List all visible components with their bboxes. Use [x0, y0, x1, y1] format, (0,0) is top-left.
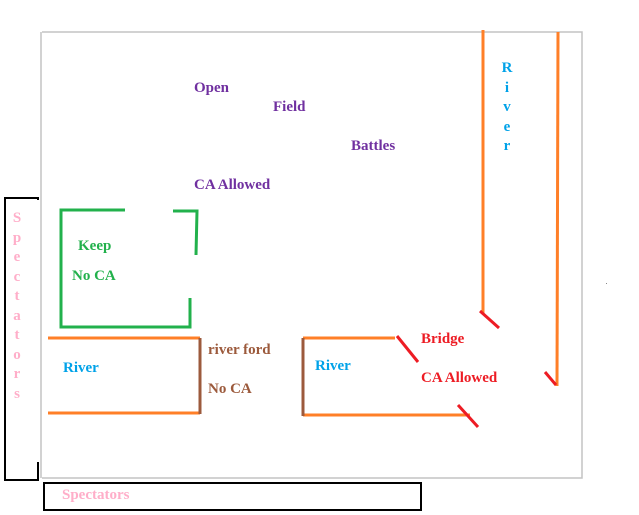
letter: R	[501, 60, 513, 76]
river-right-outer	[555, 31, 560, 387]
letter: c	[13, 268, 21, 285]
label-keep: Keep	[78, 238, 112, 254]
letter: e	[13, 249, 21, 265]
keep-wall-right	[173, 209, 199, 256]
stray-dot	[606, 283, 607, 284]
bridge-mark-1	[395, 335, 420, 363]
letter: e	[503, 118, 511, 135]
label-bridge-ca-allowed: CA Allowed	[421, 370, 498, 386]
keep-wall	[59, 208, 192, 329]
label-river-left: River	[63, 360, 99, 376]
label-spectators-bottom: Spectators	[62, 487, 130, 503]
field-border	[42, 31, 583, 479]
letter: a	[13, 307, 21, 324]
letter: p	[12, 229, 22, 246]
letter: S	[12, 210, 22, 226]
label-ford-no-ca: No CA	[208, 381, 252, 397]
spectator-box-left	[4, 197, 39, 481]
letter: i	[504, 79, 510, 96]
letter: t	[14, 327, 20, 343]
letter: t	[14, 288, 20, 304]
letter: s	[14, 385, 20, 402]
label-river-ford: river ford	[208, 342, 271, 358]
label-field: Field	[273, 99, 306, 115]
letter: o	[13, 346, 21, 363]
label-ca-allowed-field: CA Allowed	[194, 177, 271, 193]
letter: r	[13, 366, 21, 382]
label-river-mid: River	[315, 358, 351, 374]
label-battles: Battles	[351, 138, 396, 154]
letter: v	[503, 99, 511, 115]
label-open: Open	[194, 80, 230, 96]
label-bridge: Bridge	[421, 331, 465, 347]
letter: r	[503, 138, 511, 154]
bridge-mark-4	[543, 371, 558, 386]
label-keep-no-ca: No CA	[72, 268, 116, 284]
spectator-box-bottom	[43, 482, 422, 511]
label-spectators-left-vertical: S p e c t a t o r s	[10, 209, 24, 404]
label-river-right-vertical: R i v e r	[500, 59, 514, 157]
bridge-mark-3	[456, 403, 480, 429]
bridge-mark-2	[478, 309, 501, 330]
